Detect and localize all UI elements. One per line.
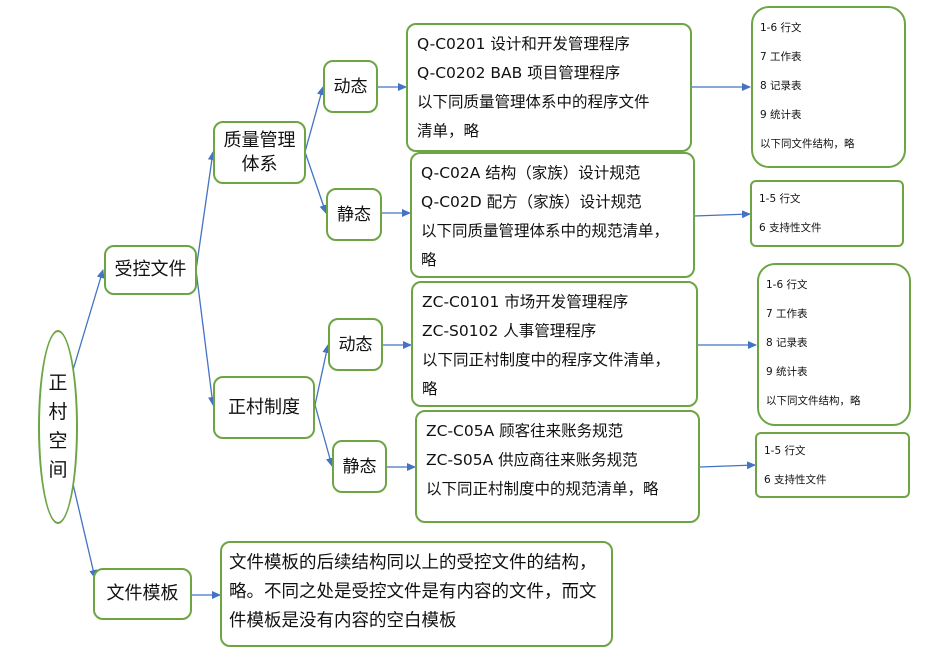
file-templates-node: 文件模板 xyxy=(93,568,192,620)
detail-line: 以下同正村制度中的规范清单，略 xyxy=(426,480,659,498)
qms-static-node: 静态 xyxy=(326,188,382,241)
detail-line: Q-C0202 BAB 项目管理程序 xyxy=(417,64,621,82)
qms-static-detail-box: Q-C02A 结构（家族）设计规范 Q-C02D 配方（家族）设计规范 以下同质… xyxy=(410,152,695,278)
detail-line: 略 xyxy=(421,251,437,269)
structure-line: 8 记录表 xyxy=(766,337,808,349)
arrow-qms-dynamic xyxy=(304,86,325,153)
structure-line: 9 统计表 xyxy=(766,366,808,378)
structure-line: 6 支持性文件 xyxy=(764,474,827,486)
zc-static-structure-box: 1-5 行文 6 支持性文件 xyxy=(755,432,910,498)
qms-static-structure-box: 1-5 行文 6 支持性文件 xyxy=(750,180,904,247)
zc-dynamic-label: 动态 xyxy=(338,334,373,355)
structure-line: 1-6 行文 xyxy=(760,22,802,34)
controlled-files-label: 受控文件 xyxy=(114,259,187,280)
detail-line: ZC-S05A 供应商往来账务规范 xyxy=(426,451,638,469)
arrow-controlled-zc xyxy=(195,269,216,406)
qms-label: 质量管理体系 xyxy=(223,129,296,175)
arrow-qms-static xyxy=(304,151,328,214)
structure-line: 以下同文件结构，略 xyxy=(766,395,861,407)
structure-line: 9 统计表 xyxy=(760,109,802,121)
qms-static-label: 静态 xyxy=(337,204,371,225)
structure-line: 1-6 行文 xyxy=(766,279,808,291)
structure-line: 8 记录表 xyxy=(760,80,802,92)
zc-static-detail-box: ZC-C05A 顾客往来账务规范 ZC-S05A 供应商往来账务规范 以下同正村… xyxy=(415,410,700,523)
detail-line: ZC-C05A 顾客往来账务规范 xyxy=(426,422,624,440)
detail-line: Q-C0201 设计和开发管理程序 xyxy=(417,35,630,53)
arrow-zc-static-structure xyxy=(699,461,756,470)
arrow-qms-static-structure xyxy=(693,210,751,219)
zc-static-node: 静态 xyxy=(332,440,387,493)
structure-line: 7 工作表 xyxy=(760,51,802,63)
qms-dynamic-node: 动态 xyxy=(323,60,378,113)
detail-line: Q-C02A 结构（家族）设计规范 xyxy=(421,164,641,182)
detail-line: ZC-C0101 市场开发管理程序 xyxy=(422,293,629,311)
zc-dynamic-structure-box: 1-6 行文 7 工作表 8 记录表 9 统计表 以下同文件结构，略 xyxy=(757,263,911,426)
arrow-controlled-qms xyxy=(195,151,216,271)
arrow-zc-static xyxy=(314,404,334,467)
structure-line: 以下同文件结构，略 xyxy=(760,138,855,150)
structure-line: 1-5 行文 xyxy=(759,193,801,205)
detail-line: 以下同正村制度中的程序文件清单， xyxy=(422,351,671,369)
zc-static-label: 静态 xyxy=(342,456,377,477)
detail-line: 以下同质量管理体系中的规范清单， xyxy=(421,222,670,240)
template-note-text: 文件模板的后续结构同以上的受控文件的结构，略。不同之处是受控文件是有内容的文件，… xyxy=(229,553,597,631)
template-note-box: 文件模板的后续结构同以上的受控文件的结构，略。不同之处是受控文件是有内容的文件，… xyxy=(220,541,613,647)
zc-system-label: 正村制度 xyxy=(228,396,300,418)
arrow-zc-dynamic xyxy=(314,344,331,406)
qms-dynamic-label: 动态 xyxy=(333,76,368,97)
detail-line: 以下同质量管理体系中的程序文件 xyxy=(417,93,650,111)
file-templates-label: 文件模板 xyxy=(106,583,179,604)
qms-dynamic-structure-box: 1-6 行文 7 工作表 8 记录表 9 统计表 以下同文件结构，略 xyxy=(751,6,906,168)
detail-line: ZC-S0102 人事管理程序 xyxy=(422,322,597,340)
detail-line: 略 xyxy=(422,380,438,398)
structure-line: 6 支持性文件 xyxy=(759,222,822,234)
zc-dynamic-node: 动态 xyxy=(328,318,383,371)
root-node: 正村空间 xyxy=(38,330,78,524)
qms-node: 质量管理体系 xyxy=(213,121,306,184)
zc-dynamic-detail-box: ZC-C0101 市场开发管理程序 ZC-S0102 人事管理程序 以下同正村制… xyxy=(411,281,698,407)
detail-line: Q-C02D 配方（家族）设计规范 xyxy=(421,193,642,211)
qms-dynamic-detail-box: Q-C0201 设计和开发管理程序 Q-C0202 BAB 项目管理程序 以下同… xyxy=(406,23,692,152)
zc-system-node: 正村制度 xyxy=(213,376,315,439)
detail-line: 清单，略 xyxy=(417,122,480,140)
root-label: 正村空间 xyxy=(48,372,68,481)
structure-line: 1-5 行文 xyxy=(764,445,806,457)
structure-line: 7 工作表 xyxy=(766,308,808,320)
controlled-files-node: 受控文件 xyxy=(104,245,197,295)
